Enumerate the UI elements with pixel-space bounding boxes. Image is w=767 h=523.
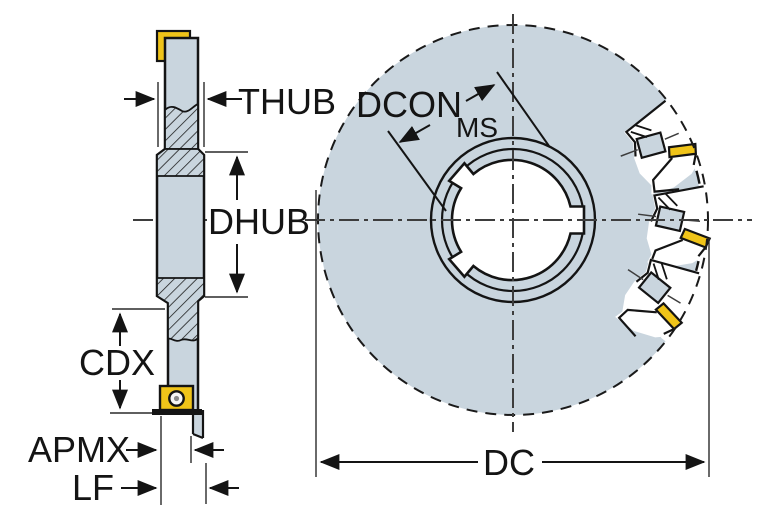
disc-edge-segment	[695, 170, 701, 184]
dim-dcon: DCON MS	[356, 71, 550, 212]
insert-screw-center	[173, 395, 180, 402]
label-cdx: CDX	[79, 342, 155, 383]
dim-dc: DC	[315, 190, 710, 483]
disc-edge-segment	[694, 260, 700, 272]
label-dc: DC	[483, 442, 535, 483]
dim-dhub: DHUB	[205, 151, 310, 298]
lower-tooth-lines	[191, 410, 205, 440]
hatch-upper	[164, 102, 199, 150]
tooth-sector-relief	[660, 91, 722, 350]
label-dhub: DHUB	[208, 201, 310, 242]
dim-lf: LF	[72, 463, 239, 508]
dim-cdx: CDX	[79, 308, 165, 414]
hatch-hub-top	[156, 148, 205, 177]
insert-seat-band	[152, 409, 202, 415]
lower-tooth-strip	[193, 412, 203, 437]
dim-thub: THUB	[124, 81, 336, 147]
dim-apmx: APMX	[28, 416, 224, 505]
label-apmx: APMX	[28, 429, 130, 470]
dimensions: THUB DHUB CDX APMX	[28, 71, 710, 508]
label-lf: LF	[72, 467, 114, 508]
label-dcon-subscript: MS	[456, 112, 498, 143]
side-view	[152, 29, 206, 440]
label-dcon: DCON	[356, 84, 462, 125]
label-thub: THUB	[238, 81, 336, 122]
hatch-hub-bottom	[156, 277, 205, 342]
side-body	[155, 36, 206, 414]
